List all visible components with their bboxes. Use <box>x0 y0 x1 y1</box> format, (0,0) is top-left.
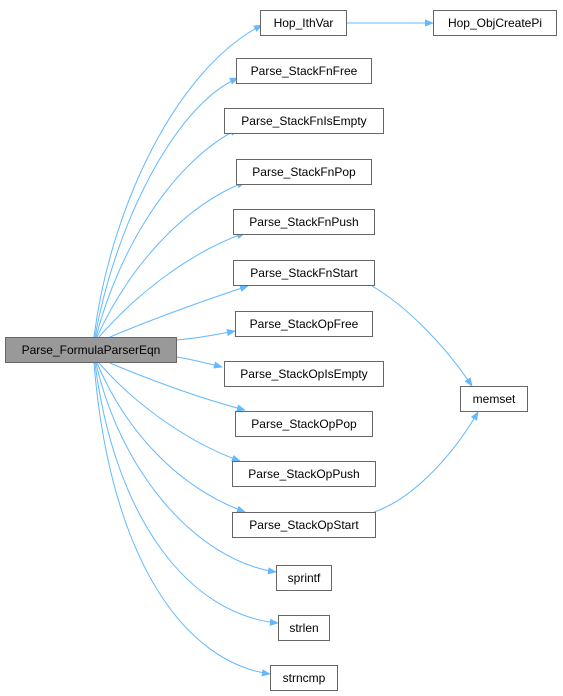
edge-root-to-stackopisempty <box>176 356 223 369</box>
function-node-label: Parse_StackOpPop <box>251 417 357 431</box>
function-node-label: strlen <box>289 621 319 635</box>
function-node-label: Parse_StackFnStart <box>250 266 358 280</box>
function-node-label: memset <box>472 392 516 406</box>
function-node-stackfnstart[interactable]: Parse_StackFnStart <box>233 260 375 286</box>
function-node-stackopstart[interactable]: Parse_StackOpStart <box>232 512 376 538</box>
edge-root-to-stackopstart <box>96 362 246 513</box>
edge-root-to-stackoppop <box>109 362 246 412</box>
function-node-hop_ithvar[interactable]: Hop_IthVar <box>260 10 347 36</box>
function-node-label: Parse_StackFnPop <box>252 165 356 179</box>
edge-stackopstart-to-memset <box>373 411 479 513</box>
function-node-stackfnpush[interactable]: Parse_StackFnPush <box>233 209 375 235</box>
function-node-label: Parse_StackOpFree <box>249 317 359 331</box>
edge-root-to-strlen <box>94 362 279 626</box>
function-node-label: Parse_StackOpIsEmpty <box>240 367 368 381</box>
function-node-label: Parse_StackOpPush <box>248 467 360 481</box>
function-node-stackfnpop[interactable]: Parse_StackFnPop <box>236 159 372 185</box>
function-node-label: Parse_StackFnPush <box>249 215 359 229</box>
root-function-node: Parse_FormulaParserEqn <box>5 337 177 363</box>
edge-root-to-stackopfree <box>176 329 236 341</box>
function-node-stackoppop[interactable]: Parse_StackOpPop <box>235 411 373 437</box>
function-node-stackopfree[interactable]: Parse_StackOpFree <box>235 311 373 337</box>
edge-root-to-stackoppush <box>98 362 241 462</box>
function-node-label: Parse_StackFnFree <box>250 64 358 78</box>
function-node-label: Parse_StackOpStart <box>249 518 359 532</box>
edge-root-to-stackfnpop <box>96 181 246 338</box>
function-node-strlen[interactable]: strlen <box>278 615 330 641</box>
function-node-label: Hop_ObjCreatePi <box>447 16 543 30</box>
function-node-stackfnfree[interactable]: Parse_StackFnFree <box>236 58 372 84</box>
function-node-label: sprintf <box>287 571 321 585</box>
function-node-label: Parse_FormulaParserEqn <box>21 343 161 357</box>
function-node-label: Parse_StackFnIsEmpty <box>241 114 367 128</box>
function-node-memset[interactable]: memset <box>460 386 528 412</box>
function-node-stackoppush[interactable]: Parse_StackOpPush <box>232 461 376 487</box>
function-node-label: Hop_IthVar <box>273 16 334 30</box>
function-node-sprintf[interactable]: sprintf <box>276 565 332 591</box>
function-node-stackopisempty[interactable]: Parse_StackOpIsEmpty <box>224 361 384 387</box>
edge-root-to-stackfnfree <box>94 77 239 338</box>
function-node-stackfnisempty[interactable]: Parse_StackFnIsEmpty <box>224 108 384 134</box>
edge-root-to-strncmp <box>93 362 271 677</box>
function-node-label: strncmp <box>282 671 326 685</box>
function-node-strncmp[interactable]: strncmp <box>270 665 338 691</box>
edge-root-to-stackfnisempty <box>95 128 239 338</box>
edge-root-to-sprintf <box>95 362 277 575</box>
edge-root-to-stackfnpush <box>98 232 246 338</box>
function-node-hop_objcreatepi[interactable]: Hop_ObjCreatePi <box>433 10 557 36</box>
edge-root-to-stackfnstart <box>109 285 249 338</box>
edge-root-to-hop_ithvar <box>93 24 263 338</box>
edge-stackfnstart-to-memset <box>371 285 473 387</box>
